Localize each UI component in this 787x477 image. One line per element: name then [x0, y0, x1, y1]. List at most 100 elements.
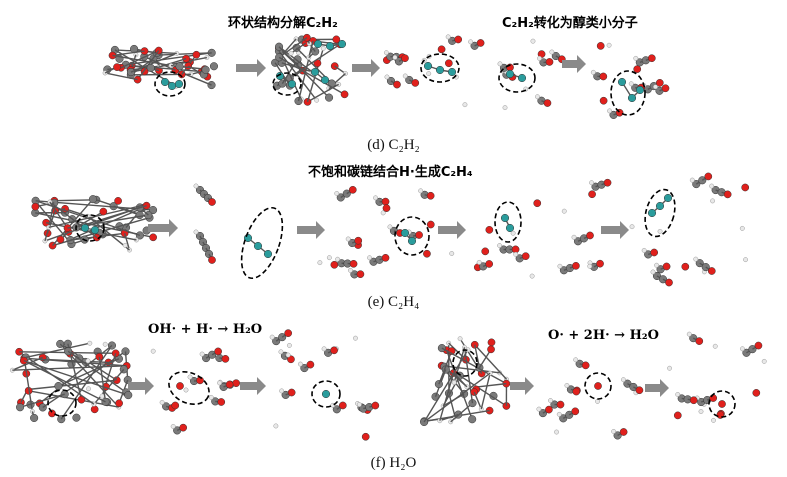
hydrogen-atom	[709, 183, 715, 189]
carbon-atom	[629, 382, 638, 392]
carbon-atom	[468, 415, 477, 424]
carbon-atom	[209, 62, 219, 71]
hydrogen-atom	[85, 358, 91, 364]
oxygen-atom	[332, 35, 341, 44]
hydrogen-atom	[321, 346, 327, 352]
oxygen-atom	[603, 178, 612, 187]
hydrogen-atom	[573, 357, 579, 363]
hydrogen-atom	[535, 94, 540, 100]
bond	[49, 201, 98, 239]
oxygen-atom	[232, 379, 241, 388]
hydrogen-atom	[502, 105, 508, 111]
hydrogen-atom	[383, 50, 389, 56]
hydrogen-atom	[457, 336, 463, 342]
oxygen-atom	[588, 190, 596, 199]
panel-f-molecules	[9, 329, 767, 441]
hydrogen-atom	[402, 73, 408, 79]
hydrogen-atom	[445, 34, 451, 40]
bond	[158, 52, 212, 56]
carbon-atom	[135, 210, 144, 220]
reaction-arrow	[562, 55, 586, 73]
oxygen-atom	[689, 396, 698, 405]
highlight-carbon-atom	[310, 67, 320, 77]
oxygen-atom	[114, 197, 122, 205]
oxygen-atom	[487, 338, 496, 347]
hydrogen-atom	[675, 392, 681, 397]
oxygen-atom	[673, 411, 682, 420]
bond	[445, 349, 473, 420]
reaction-arrow	[128, 377, 154, 395]
carbon-atom	[175, 62, 184, 71]
bond	[23, 359, 129, 396]
oxygen-atom	[349, 259, 358, 268]
bond	[18, 351, 95, 405]
hydrogen-atom	[122, 242, 128, 248]
hydrogen-atom	[297, 361, 303, 367]
hydrogen-atom	[288, 50, 294, 56]
carbon-atom	[72, 413, 81, 422]
hydrogen-atom	[320, 46, 326, 51]
hydrogen-atom	[462, 102, 468, 108]
hydrogen-atom	[712, 343, 718, 349]
dashed-highlight-ellipse	[168, 370, 210, 406]
oxygen-atom	[485, 260, 494, 268]
oxygen-atom	[411, 79, 420, 87]
hydrogen-atom	[183, 387, 189, 393]
oxygen-atom	[371, 401, 380, 410]
panel-d-molecules	[102, 33, 670, 119]
oxygen-atom	[444, 59, 453, 68]
oxygen-atom	[287, 388, 296, 397]
dashed-highlight-ellipse	[498, 63, 536, 93]
highlight-carbon-atom	[635, 85, 645, 95]
dashed-highlight-ellipse	[75, 214, 105, 242]
oxygen-atom	[723, 190, 732, 199]
oxygen-atom	[284, 329, 293, 338]
oxygen-atom	[306, 360, 315, 369]
bond	[76, 204, 147, 229]
highlight-carbon-atom	[517, 73, 527, 83]
oxygen-atom	[571, 407, 580, 416]
bond	[423, 349, 469, 423]
hydrogen-atom	[711, 417, 716, 423]
oxygen-atom	[176, 382, 184, 390]
oxygen-atom	[707, 267, 716, 275]
oxygen-atom	[572, 261, 580, 270]
bond	[278, 37, 308, 58]
hydrogen-atom	[654, 262, 660, 268]
hydrogen-atom	[686, 331, 692, 337]
oxygen-atom	[361, 432, 370, 441]
oxygen-atom	[556, 400, 565, 409]
carbon-atom	[146, 63, 155, 72]
hydrogen-atom	[739, 346, 745, 352]
oxygen-atom	[487, 345, 495, 354]
hydrogen-atom	[536, 406, 542, 412]
oxygen-atom	[149, 233, 157, 242]
reaction-arrow	[236, 59, 266, 77]
oxygen-atom	[31, 202, 40, 211]
hydrogen-atom	[353, 335, 358, 341]
bond	[23, 359, 106, 403]
highlight-carbon-atom	[627, 93, 637, 103]
oxygen-atom	[287, 355, 295, 364]
oxygen-atom	[633, 65, 642, 74]
bond	[98, 356, 107, 402]
bond	[60, 345, 113, 420]
hydrogen-atom	[497, 61, 503, 67]
bond	[104, 72, 138, 81]
reaction-arrow	[645, 379, 669, 397]
hydrogen-atom	[564, 382, 570, 388]
hydrogen-atom	[380, 210, 386, 216]
hydrogen-atom	[326, 255, 332, 261]
highlight-carbon-atom	[287, 79, 297, 89]
oxygen-atom	[599, 72, 608, 81]
hydrogen-atom	[193, 229, 199, 235]
oxygen-atom	[19, 356, 28, 365]
dashed-highlight-ellipse	[610, 70, 646, 116]
hydrogen-atom	[208, 394, 214, 400]
bond	[19, 393, 65, 408]
bond	[75, 210, 104, 228]
dashed-highlight-ellipse	[644, 188, 676, 238]
annotation-d-2: C₂H₂转化为醇类小分子	[502, 16, 638, 31]
hydrogen-atom	[347, 267, 353, 273]
carbon-atom	[54, 381, 63, 391]
